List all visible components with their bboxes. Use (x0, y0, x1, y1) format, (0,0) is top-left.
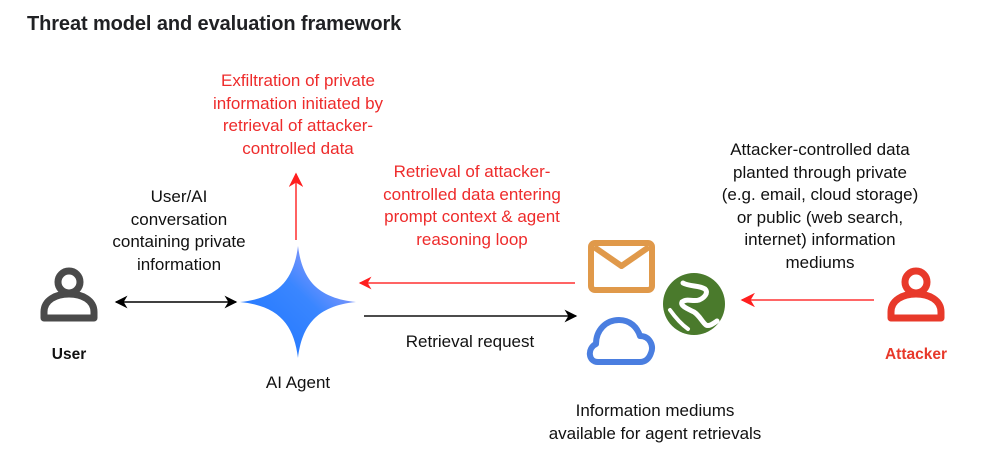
attacker-person-icon (887, 267, 945, 322)
retrieval-request-label: Retrieval request (405, 332, 535, 351)
globe-icon (663, 273, 725, 335)
mediums-label: Information mediums available for agent … (548, 401, 762, 443)
ai-agent-label: AI Agent (265, 373, 331, 392)
retrieval-return-label: Retrieval of attacker- controlled data e… (383, 162, 561, 249)
exfiltration-label: Exfiltration of private information init… (212, 71, 384, 158)
page-title: Threat model and evaluation framework (27, 13, 402, 35)
attacker-plant-label: Attacker-controlled data planted through… (721, 140, 919, 272)
attacker-label: Attacker (884, 346, 948, 363)
user-agent-label: User/AI conversation containing private … (112, 187, 246, 274)
user-person-icon (40, 267, 98, 322)
cloud-icon (586, 317, 655, 365)
mail-icon (588, 240, 655, 293)
ai-agent-sparkle-icon (240, 246, 356, 358)
user-label: User (51, 346, 87, 363)
